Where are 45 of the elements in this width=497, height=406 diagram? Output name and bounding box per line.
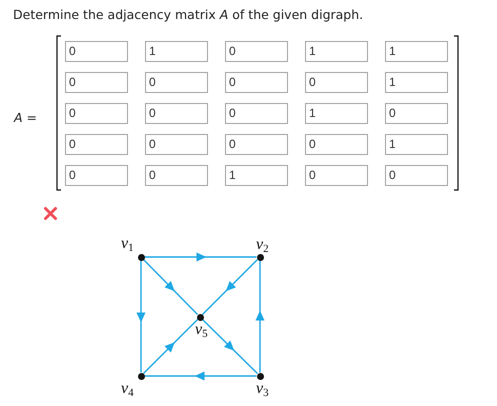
vertex-dot	[196, 314, 204, 320]
vertex-dot	[138, 254, 144, 260]
input-field: 0	[305, 165, 368, 186]
vertex-label: v$_{2}$	[256, 237, 269, 257]
arrow	[144, 252, 256, 262]
arrow	[142, 259, 198, 315]
vertex-dot	[256, 372, 264, 380]
matrix-name: A =	[14, 110, 38, 126]
input-field: 0	[65, 41, 128, 62]
input-field: 1	[225, 165, 288, 186]
vertex-label: v$_{1}$	[121, 236, 134, 256]
input-field: 0	[145, 134, 208, 155]
input-field: 1	[385, 41, 448, 62]
arrow	[256, 260, 264, 372]
input-field: 1	[305, 41, 368, 62]
input-field: 0	[145, 165, 208, 186]
vertex-label: v$_{3}$	[256, 381, 269, 401]
input-field: 0	[305, 72, 368, 93]
arrow	[136, 260, 146, 372]
input-field: 1	[385, 72, 448, 93]
arrow	[202, 258, 258, 316]
input-field: 0	[145, 72, 208, 93]
input-field: 1	[145, 41, 208, 62]
input-field: 1	[305, 103, 368, 124]
arrow	[142, 318, 198, 374]
question-text: Determine the adjacency matrix A of the given digraph.	[13, 7, 364, 23]
arrow	[144, 372, 256, 380]
input-field: 0	[385, 103, 448, 124]
vertex-dot	[138, 372, 144, 380]
input-field: 0	[65, 134, 128, 155]
input-field: 0	[225, 134, 288, 155]
input-field: 0	[225, 103, 288, 124]
arrow	[202, 318, 258, 374]
input-field: 0	[65, 103, 128, 124]
input-field: 0	[225, 72, 288, 93]
vertex-dot	[256, 254, 264, 260]
vertex-label: v$_{4}$	[121, 381, 134, 401]
vertex-label: v$_{5}$	[195, 322, 208, 342]
input-field: 0	[305, 134, 368, 155]
input-field: 0	[225, 41, 288, 62]
input-field: 1	[385, 134, 448, 155]
input-field: 0	[65, 72, 128, 93]
input-field: 0	[65, 165, 128, 186]
input-field: 0	[385, 165, 448, 186]
input-field: 0	[145, 103, 208, 124]
